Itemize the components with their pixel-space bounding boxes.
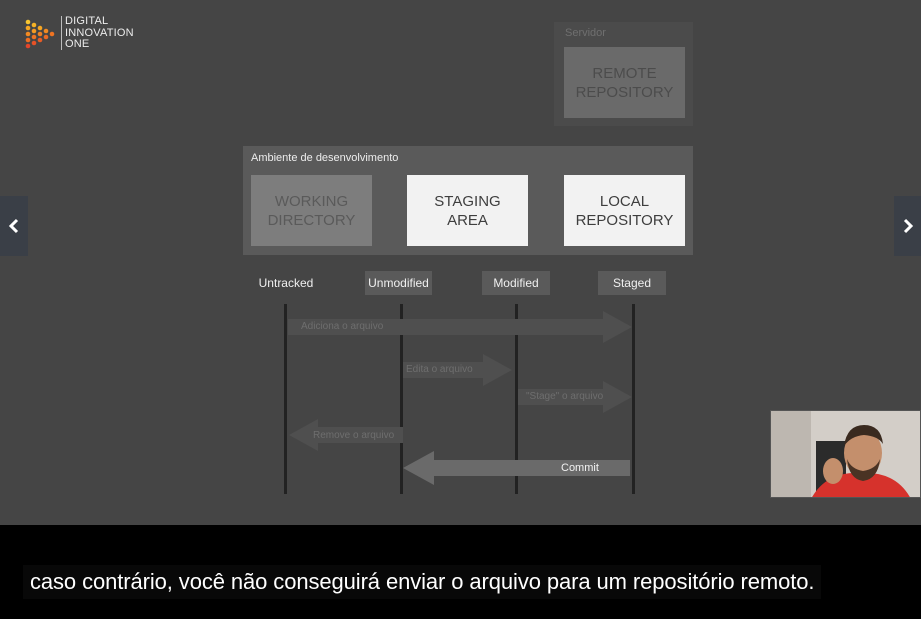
remote-repository-box: REMOTE REPOSITORY <box>564 47 685 118</box>
transition-remove-label: Remove o arquivo <box>313 430 395 441</box>
previous-slide-button[interactable] <box>0 196 28 256</box>
logo-wordmark: DIGITAL INNOVATION ONE <box>65 15 134 51</box>
dev-environment-group: Ambiente de desenvolvimento WORKING DIRE… <box>243 146 693 255</box>
arrow-remove <box>289 419 403 451</box>
transition-stage-label: "Stage" o arquivo <box>526 391 604 402</box>
lifeline-unmodified <box>400 304 403 494</box>
next-slide-button[interactable] <box>894 196 921 256</box>
server-group-label: Servidor <box>565 27 606 39</box>
staging-area-box: STAGING AREA <box>407 175 528 246</box>
subtitle-caption: caso contrário, você não conseguirá envi… <box>23 565 822 599</box>
local-repository-box: LOCAL REPOSITORY <box>564 175 685 246</box>
state-unmodified: Unmodified <box>365 271 432 295</box>
logo-text-line: ONE <box>65 38 90 50</box>
logo-mark-icon <box>25 19 55 49</box>
lifecycle-arrows <box>288 311 632 485</box>
logo-divider <box>61 16 62 50</box>
lifeline-modified <box>515 304 518 494</box>
transition-commit-label: Commit <box>561 462 599 474</box>
transition-add-label: Adiciona o arquivo <box>301 321 384 332</box>
brand-logo: DIGITAL INNOVATION ONE <box>24 14 144 54</box>
state-untracked: Untracked <box>258 276 314 290</box>
state-modified: Modified <box>482 271 550 295</box>
logo-text-line: DIGITAL <box>65 15 109 27</box>
arrow-commit <box>403 451 630 485</box>
transition-edit-label: Edita o arquivo <box>406 364 473 375</box>
lifeline-staged <box>632 304 635 494</box>
dev-environment-label: Ambiente de desenvolvimento <box>251 152 399 164</box>
presenter-webcam <box>770 410 921 498</box>
logo-text-line: INNOVATION <box>65 26 134 39</box>
state-staged: Staged <box>598 271 666 295</box>
chevron-right-icon <box>903 218 914 234</box>
lifeline-untracked <box>284 304 287 494</box>
video-frame: DIGITAL INNOVATION ONE Servidor REMOTE R… <box>0 0 921 525</box>
arrow-stage <box>518 381 632 413</box>
server-group: Servidor REMOTE REPOSITORY <box>554 22 693 126</box>
presenter-image <box>771 411 920 497</box>
working-directory-box: WORKING DIRECTORY <box>251 175 372 246</box>
arrow-add <box>288 311 632 343</box>
chevron-left-icon <box>8 218 19 234</box>
arrow-edit <box>403 354 512 386</box>
